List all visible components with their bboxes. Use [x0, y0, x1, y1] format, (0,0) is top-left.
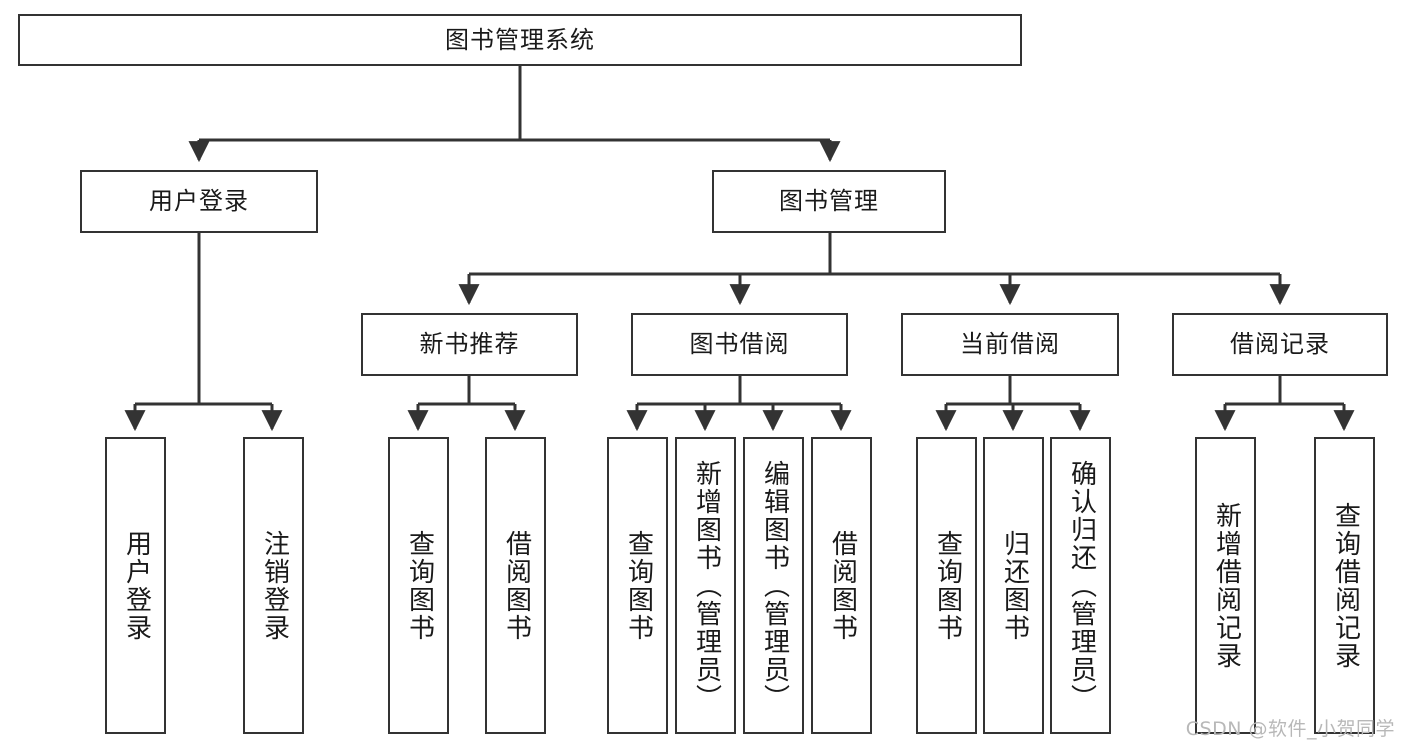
node-user-login[interactable]: 用户登录	[80, 170, 318, 233]
node-label: 借阅图书	[827, 529, 858, 642]
node-label: 归还图书	[999, 529, 1030, 642]
node-label: 新书推荐	[419, 330, 520, 359]
node-leaf-borrow-book-2[interactable]: 借阅图书	[811, 437, 872, 734]
node-label: 查询图书	[404, 529, 435, 642]
node-label: 查询图书	[623, 529, 654, 642]
node-label: 新增借阅记录	[1211, 501, 1242, 670]
watermark-text: CSDN @软件_小贺同学	[1185, 718, 1395, 740]
node-leaf-query-borrow-record[interactable]: 查询借阅记录	[1314, 437, 1375, 734]
node-current-borrow[interactable]: 当前借阅	[901, 313, 1119, 376]
node-leaf-query-book-2[interactable]: 查询图书	[607, 437, 668, 734]
node-leaf-query-book-1[interactable]: 查询图书	[388, 437, 449, 734]
node-label: 用户登录	[121, 529, 152, 642]
node-label: 图书借阅	[689, 330, 790, 359]
node-label: 查询借阅记录	[1330, 501, 1361, 670]
node-book-management[interactable]: 图书管理	[712, 170, 946, 233]
node-label: 图书管理	[779, 187, 879, 216]
node-label: 图书管理系统	[445, 25, 595, 54]
node-leaf-logout-login[interactable]: 注销登录	[243, 437, 304, 734]
node-label: 查询图书	[932, 529, 963, 642]
node-label: 借阅记录	[1230, 330, 1330, 359]
node-leaf-edit-book-admin[interactable]: 编辑图书（管理员）	[743, 437, 804, 734]
node-label: 确认归还（管理员）	[1066, 459, 1097, 712]
node-leaf-add-borrow-record[interactable]: 新增借阅记录	[1195, 437, 1256, 734]
node-leaf-return-book[interactable]: 归还图书	[983, 437, 1044, 734]
node-label: 用户登录	[149, 187, 249, 216]
node-borrow-record[interactable]: 借阅记录	[1172, 313, 1388, 376]
node-leaf-query-book-3[interactable]: 查询图书	[916, 437, 977, 734]
node-label: 编辑图书（管理员）	[759, 459, 790, 712]
node-leaf-user-login[interactable]: 用户登录	[105, 437, 166, 734]
node-label: 借阅图书	[501, 529, 532, 642]
node-label: 新增图书（管理员）	[691, 459, 722, 712]
node-leaf-add-book-admin[interactable]: 新增图书（管理员）	[675, 437, 736, 734]
node-leaf-confirm-return-admin[interactable]: 确认归还（管理员）	[1050, 437, 1111, 734]
node-label: 注销登录	[259, 529, 290, 642]
node-new-book-recommend[interactable]: 新书推荐	[361, 313, 578, 376]
node-root-book-management-system[interactable]: 图书管理系统	[18, 14, 1022, 66]
node-leaf-borrow-book-1[interactable]: 借阅图书	[485, 437, 546, 734]
node-label: 当前借阅	[960, 330, 1060, 359]
node-book-borrow[interactable]: 图书借阅	[631, 313, 848, 376]
